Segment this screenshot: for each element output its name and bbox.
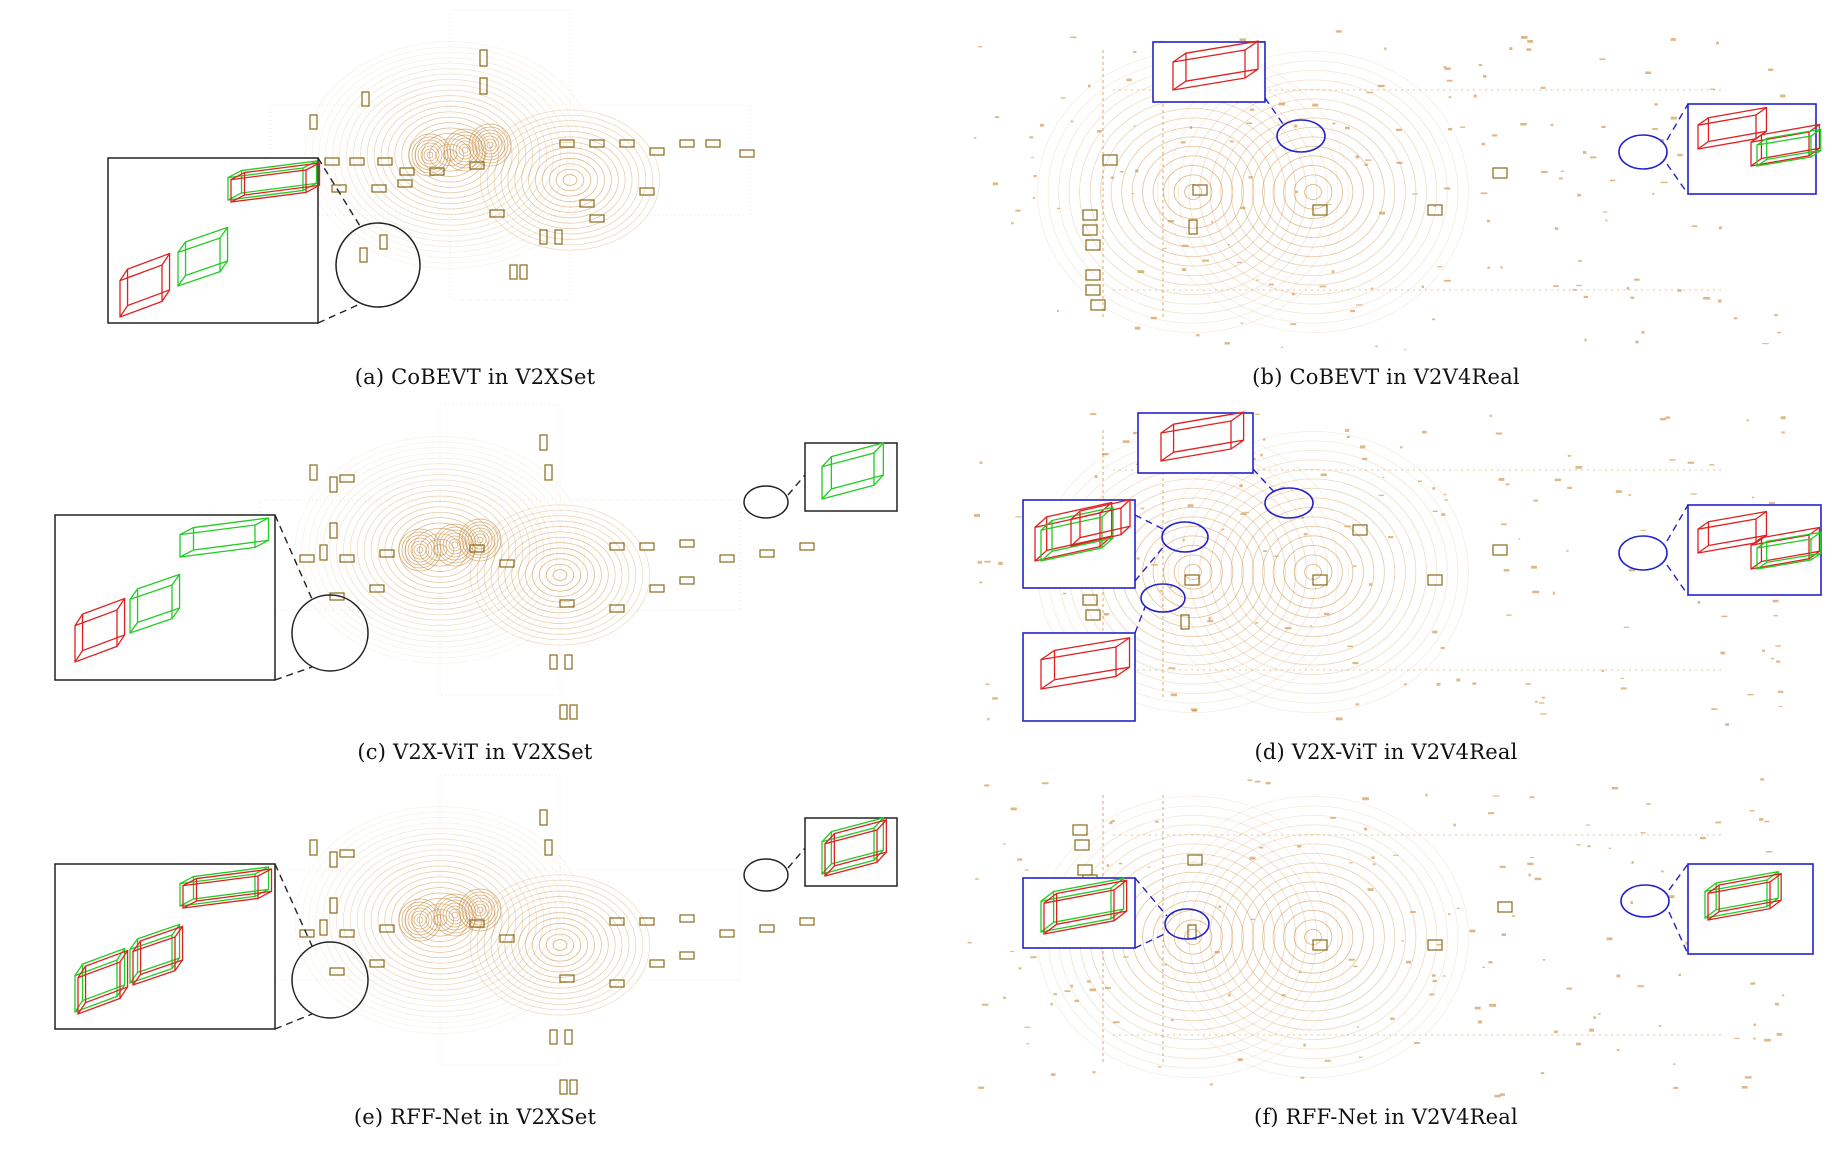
inset-box-d-right bbox=[1687, 504, 1822, 596]
detections-d bbox=[1072, 504, 1508, 630]
zoom-ellipse-e bbox=[743, 858, 789, 892]
point-cloud-b bbox=[973, 30, 1786, 351]
detections-c bbox=[299, 434, 815, 720]
lidar-bev-d bbox=[974, 411, 1822, 726]
zoom-circle-e bbox=[291, 941, 369, 1019]
point-cloud-a bbox=[269, 9, 751, 301]
zoom-ellipse-b-right bbox=[1618, 134, 1668, 170]
caption-d: (d) V2X-ViT in V2V4Real bbox=[1254, 740, 1518, 764]
panel-e: (e) RFF-Net in V2XSet bbox=[0, 774, 920, 1157]
detections-e bbox=[299, 809, 815, 1095]
inset-cuboids-a bbox=[119, 160, 321, 318]
lidar-bev-c bbox=[54, 404, 898, 720]
panel-b: (b) CoBEVT in V2V4Real bbox=[923, 0, 1847, 389]
inset-box-b-right bbox=[1687, 103, 1817, 195]
panel-d: (d) V2X-ViT in V2V4Real bbox=[923, 405, 1847, 775]
point-cloud-c bbox=[259, 404, 741, 696]
lidar-bev-e bbox=[54, 774, 898, 1095]
zoom-ellipse-b-left bbox=[1276, 119, 1326, 153]
detections-b bbox=[1082, 154, 1508, 311]
detections-a bbox=[309, 49, 755, 280]
inset-box-e-left bbox=[54, 863, 276, 1030]
inset-box-d-top bbox=[1137, 412, 1254, 474]
caption-c: (c) V2X-ViT in V2XSet bbox=[357, 740, 593, 764]
lidar-bev-b bbox=[973, 30, 1822, 351]
caption-b: (b) CoBEVT in V2V4Real bbox=[1252, 365, 1520, 389]
lidar-bev-a bbox=[107, 9, 755, 324]
inset-box-b-left bbox=[1152, 41, 1266, 103]
lidar-bev-f bbox=[967, 778, 1814, 1098]
zoom-ellipse-c bbox=[743, 485, 789, 519]
inset-box-c-left bbox=[54, 514, 276, 681]
caption-a: (a) CoBEVT in V2XSet bbox=[354, 365, 596, 389]
caption-e: (e) RFF-Net in V2XSet bbox=[353, 1105, 597, 1129]
panel-c: (c) V2X-ViT in V2XSet bbox=[0, 404, 920, 775]
zoom-circle-c bbox=[291, 594, 369, 672]
caption-f: (f) RFF-Net in V2V4Real bbox=[1254, 1105, 1518, 1129]
zoom-circle-a bbox=[335, 222, 421, 308]
point-cloud-e bbox=[259, 774, 741, 1066]
panel-a: (a) CoBEVT in V2XSet bbox=[0, 0, 920, 389]
panel-f: (f) RFF-Net in V2V4Real bbox=[923, 778, 1847, 1157]
